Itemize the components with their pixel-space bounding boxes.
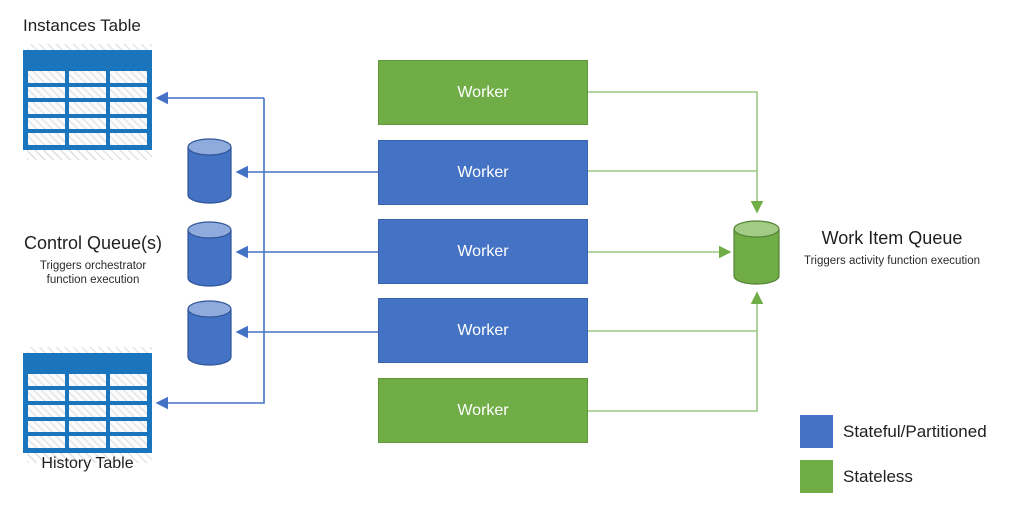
work-item-queue-cylinder [733,220,780,285]
control-queues-title: Control Queue(s) [23,233,163,253]
worker-box-1: Worker [378,60,588,125]
arrow-worker1-to-work-item-queue [588,91,764,214]
legend-label-stateful: Stateful/Partitioned [843,422,987,441]
worker-box-4: Worker [378,298,588,363]
worker-box-5: Worker [378,378,588,443]
legend-label-stateless: Stateless [843,467,913,486]
worker-label: Worker [457,83,509,101]
control-queue-cylinder-1 [187,138,232,204]
work-item-queue-subtitle: Triggers activity function execution [804,255,980,267]
worker-label: Worker [457,321,509,339]
control-queue-cylinder-2 [187,221,232,287]
worker-label: Worker [457,163,509,181]
legend-swatch-stateful [800,415,833,448]
arrow-to-history-table [155,98,265,410]
worker-box-2: Worker [378,140,588,205]
history-table-icon [23,353,152,453]
worker-label: Worker [457,242,509,260]
history-table-label: History Table [41,455,134,472]
arrow-worker5-to-work-item-queue [588,291,764,412]
control-queues-subtitle: Triggers orchestrator function execution [39,260,147,287]
work-item-queue-title: Work Item Queue [821,228,963,248]
legend-swatch-stateless [800,460,833,493]
worker-label: Worker [457,401,509,419]
control-queue-cylinder-3 [187,300,232,366]
instances-table-icon [23,50,152,150]
table-header-row [28,358,147,370]
table-header-row [28,55,147,67]
instances-table-label: Instances Table [23,16,141,35]
worker-box-3: Worker [378,219,588,284]
